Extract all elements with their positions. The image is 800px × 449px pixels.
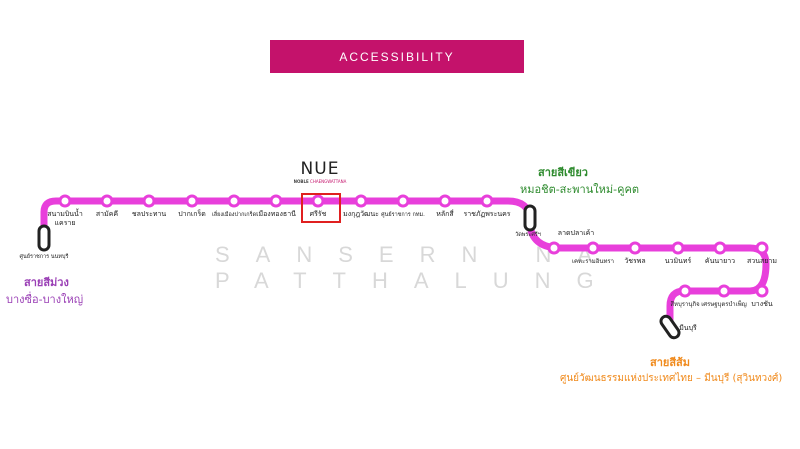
station-label: ศูนย์ราชการ กทม. xyxy=(381,211,425,218)
interchange-label: ศูนย์ราชการ นนทบุรี xyxy=(20,253,69,260)
station-label: เศรษฐบุตรบำเพ็ญ xyxy=(701,299,747,308)
logo-name: NUE xyxy=(300,159,340,179)
accessibility-banner: ACCESSIBILITY xyxy=(270,40,524,73)
station-label: วัชรพล xyxy=(624,257,645,265)
station-label: คันนายาว xyxy=(705,257,735,265)
green-line-route: หมอชิต-สะพานใหม่-คูคต xyxy=(520,183,639,196)
station-dot xyxy=(678,284,692,298)
station-dot xyxy=(311,194,325,208)
interchange-east xyxy=(659,314,681,340)
station-dot xyxy=(142,194,156,208)
station-dot xyxy=(100,194,114,208)
station-dot xyxy=(227,194,241,208)
watermark-line-2: PATTHALUNG xyxy=(215,268,620,293)
station-dot xyxy=(586,241,600,255)
station-dot xyxy=(354,194,368,208)
green-line-name: สายสีเขียว xyxy=(538,166,588,179)
station-dot xyxy=(717,284,731,298)
station-dot xyxy=(185,194,199,208)
station-label: สามัคคี xyxy=(96,210,119,218)
station-label: สีหบุรานุกิจ xyxy=(670,300,700,308)
station-label: เมืองทองธานี xyxy=(256,210,296,218)
watermark-line-1: SANSERN NA xyxy=(215,242,619,267)
purple-line-name: สายสีม่วง xyxy=(24,276,69,289)
station-label: ปากเกร็ด xyxy=(178,209,206,218)
station-label: นวมินทร์ xyxy=(665,257,692,265)
interchange-west xyxy=(37,224,51,252)
orange-line-name: สายสีส้ม xyxy=(650,356,691,369)
station-label: เลี่ยงเมืองปากเกร็ด xyxy=(212,210,257,218)
station-label: เคหะรามอินทรา xyxy=(572,258,614,265)
station-label: ชลประทาน xyxy=(132,210,167,218)
station-dot xyxy=(480,194,494,208)
station-label: แคราย xyxy=(55,219,76,227)
project-logo: NUE NOBLE CHAENGWATTANA xyxy=(290,160,350,184)
logo-subtitle: NOBLE CHAENGWATTANA xyxy=(293,179,347,184)
station-label: ราชภัฏพระนคร xyxy=(463,210,510,218)
selected-station-highlight xyxy=(301,193,341,223)
purple-line-route: บางซื่อ-บางใหญ่ xyxy=(6,293,84,306)
station-label: บางชัน xyxy=(751,300,773,308)
interchange-label: มีนบุรี xyxy=(679,324,697,332)
station-label: สวนสยาม xyxy=(747,257,777,265)
station-dot xyxy=(755,284,769,298)
interchange-label: วัดพระศรีฯ xyxy=(515,231,541,238)
station-dot xyxy=(438,194,452,208)
station-dot xyxy=(396,194,410,208)
station-label: สนามบินน้ำ xyxy=(47,207,83,218)
pink-line-route xyxy=(40,197,770,328)
station-dot xyxy=(755,241,769,255)
interchange-north xyxy=(523,204,537,232)
station-dot xyxy=(628,241,642,255)
station-dot xyxy=(547,241,561,255)
station-label: มงกุฎวัฒนะ xyxy=(343,210,379,218)
station-dot xyxy=(713,241,727,255)
orange-line-route: ศูนย์วัฒนธรรมแห่งประเทศไทย – มีนบุรี (สุ… xyxy=(560,373,783,384)
station-dot xyxy=(671,241,685,255)
station-label: ศรีรัช xyxy=(310,210,327,218)
station-dot xyxy=(269,194,283,208)
station-label: ลาดปลาเค้า xyxy=(558,229,595,237)
station-label: หลักสี่ xyxy=(436,209,454,218)
station-dot xyxy=(58,194,72,208)
